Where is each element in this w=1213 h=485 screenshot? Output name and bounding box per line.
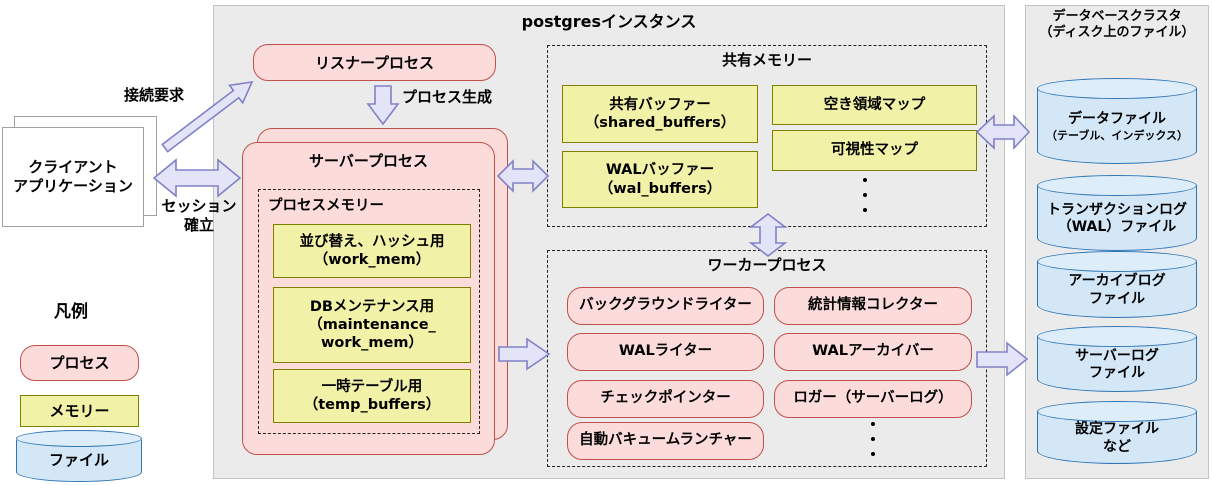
worker-ellipsis-dots (870, 422, 875, 467)
wal-buffers-label: WALバッファー （wal_buffers） (598, 162, 722, 197)
autovacuum-launcher-box: 自動バキュームランチャー (567, 422, 764, 460)
wal-writer-box: WALライター (567, 333, 764, 371)
archive-log-label: アーカイブログ ファイル (1068, 273, 1166, 307)
shared-buffers-label: 共有バッファー （shared_buffers） (584, 96, 736, 131)
legend-process-label: プロセス (49, 354, 110, 372)
transaction-log-cylinder: トランザクションログ （WAL）ファイル (1037, 175, 1197, 251)
work-mem-box: 並び替え、ハッシュ用 （work_mem） (273, 224, 471, 278)
stats-collector-label: 統計情報コレクター (808, 297, 938, 314)
listener-process-box: リスナープロセス (253, 44, 496, 81)
wal-buffers-box: WALバッファー （wal_buffers） (562, 151, 758, 208)
listener-process-label: リスナープロセス (314, 53, 435, 72)
config-file-label: 設定ファイル など (1075, 421, 1159, 455)
checkpointer-box: チェックポインター (567, 380, 764, 418)
wal-archiver-label: WALアーカイバー (812, 343, 934, 360)
background-writer-box: バックグラウンドライター (567, 287, 764, 325)
data-file-label: データファイル (1068, 111, 1166, 128)
shared-datafile-arrow (975, 113, 1031, 151)
legend-process-box: プロセス (20, 345, 139, 381)
shared-worker-vertical-arrow (748, 212, 788, 258)
wal-archiver-box: WALアーカイバー (774, 333, 972, 371)
postgres-instance-title: postgresインスタンス (521, 12, 697, 31)
background-writer-label: バックグラウンドライター (579, 297, 752, 314)
process-memory-box (258, 189, 480, 434)
maintenance-work-mem-box: DBメンテナンス用 （maintenance_ work_mem） (273, 287, 471, 363)
server-log-cylinder: サーバーログ ファイル (1037, 326, 1197, 392)
free-space-map-label: 空き領域マップ (823, 96, 926, 113)
process-spawn-label: プロセス生成 (402, 88, 493, 106)
server-shared-memory-arrow (496, 159, 550, 193)
session-label: セッション 確立 (161, 197, 237, 234)
transaction-log-label: トランザクションログ （WAL）ファイル (1047, 201, 1187, 236)
checkpointer-label: チェックポインター (600, 390, 731, 407)
client-application-box: クライアント アプリケーション (2, 127, 144, 227)
connect-request-arrow (161, 80, 254, 153)
shared-buffers-box: 共有バッファー （shared_buffers） (562, 85, 758, 143)
legend-file-label: ファイル (48, 450, 109, 469)
logger-label: ロガー（サーバーログ） (793, 390, 953, 407)
data-file-cylinder: データファイル （テーブル、インデックス） (1037, 78, 1197, 164)
maintenance-work-mem-label: DBメンテナンス用 （maintenance_ work_mem） (308, 298, 436, 352)
shared-memory-title: 共有メモリー (721, 51, 812, 69)
stats-collector-box: 統計情報コレクター (774, 287, 972, 325)
archive-log-cylinder: アーカイブログ ファイル (1037, 251, 1197, 318)
data-file-sublabel: （テーブル、インデックス） (1045, 128, 1188, 142)
worker-process-title: ワーカープロセス (707, 256, 827, 274)
client-application-label: クライアント アプリケーション (13, 157, 133, 196)
server-log-label: サーバーログ ファイル (1075, 347, 1159, 382)
session-double-arrow (152, 158, 242, 198)
visibility-map-box: 可視性マップ (772, 130, 977, 171)
legend-memory-label: メモリー (49, 401, 110, 420)
work-mem-label: 並び替え、ハッシュ用 （work_mem） (299, 233, 445, 268)
server-worker-arrow (498, 337, 551, 371)
temp-buffers-label: 一時テーブル用 （temp_buffers） (303, 378, 441, 413)
free-space-map-box: 空き領域マップ (772, 85, 977, 125)
legend-title: 凡例 (54, 302, 88, 322)
wal-writer-label: WALライター (618, 343, 713, 360)
visibility-map-label: 可視性マップ (831, 142, 918, 159)
server-process-title: サーバープロセス (309, 152, 428, 170)
legend-memory-box: メモリー (20, 395, 139, 427)
temp-buffers-box: 一時テーブル用 （temp_buffers） (273, 369, 471, 423)
legend-file-cylinder: ファイル (16, 430, 142, 482)
shared-memory-ellipsis-dots (862, 178, 867, 223)
config-file-cylinder: 設定ファイル など (1037, 401, 1197, 464)
autovacuum-launcher-label: 自動バキュームランチャー (579, 432, 752, 449)
process-spawn-arrow (366, 85, 400, 126)
logger-box: ロガー（サーバーログ） (774, 380, 972, 418)
worker-serverlog-arrow (976, 341, 1029, 377)
connect-request-label: 接続要求 (124, 86, 185, 104)
database-cluster-title: データベースクラスタ （ディスク上のファイル） (1039, 9, 1195, 41)
process-memory-title: プロセスメモリー (268, 198, 384, 214)
